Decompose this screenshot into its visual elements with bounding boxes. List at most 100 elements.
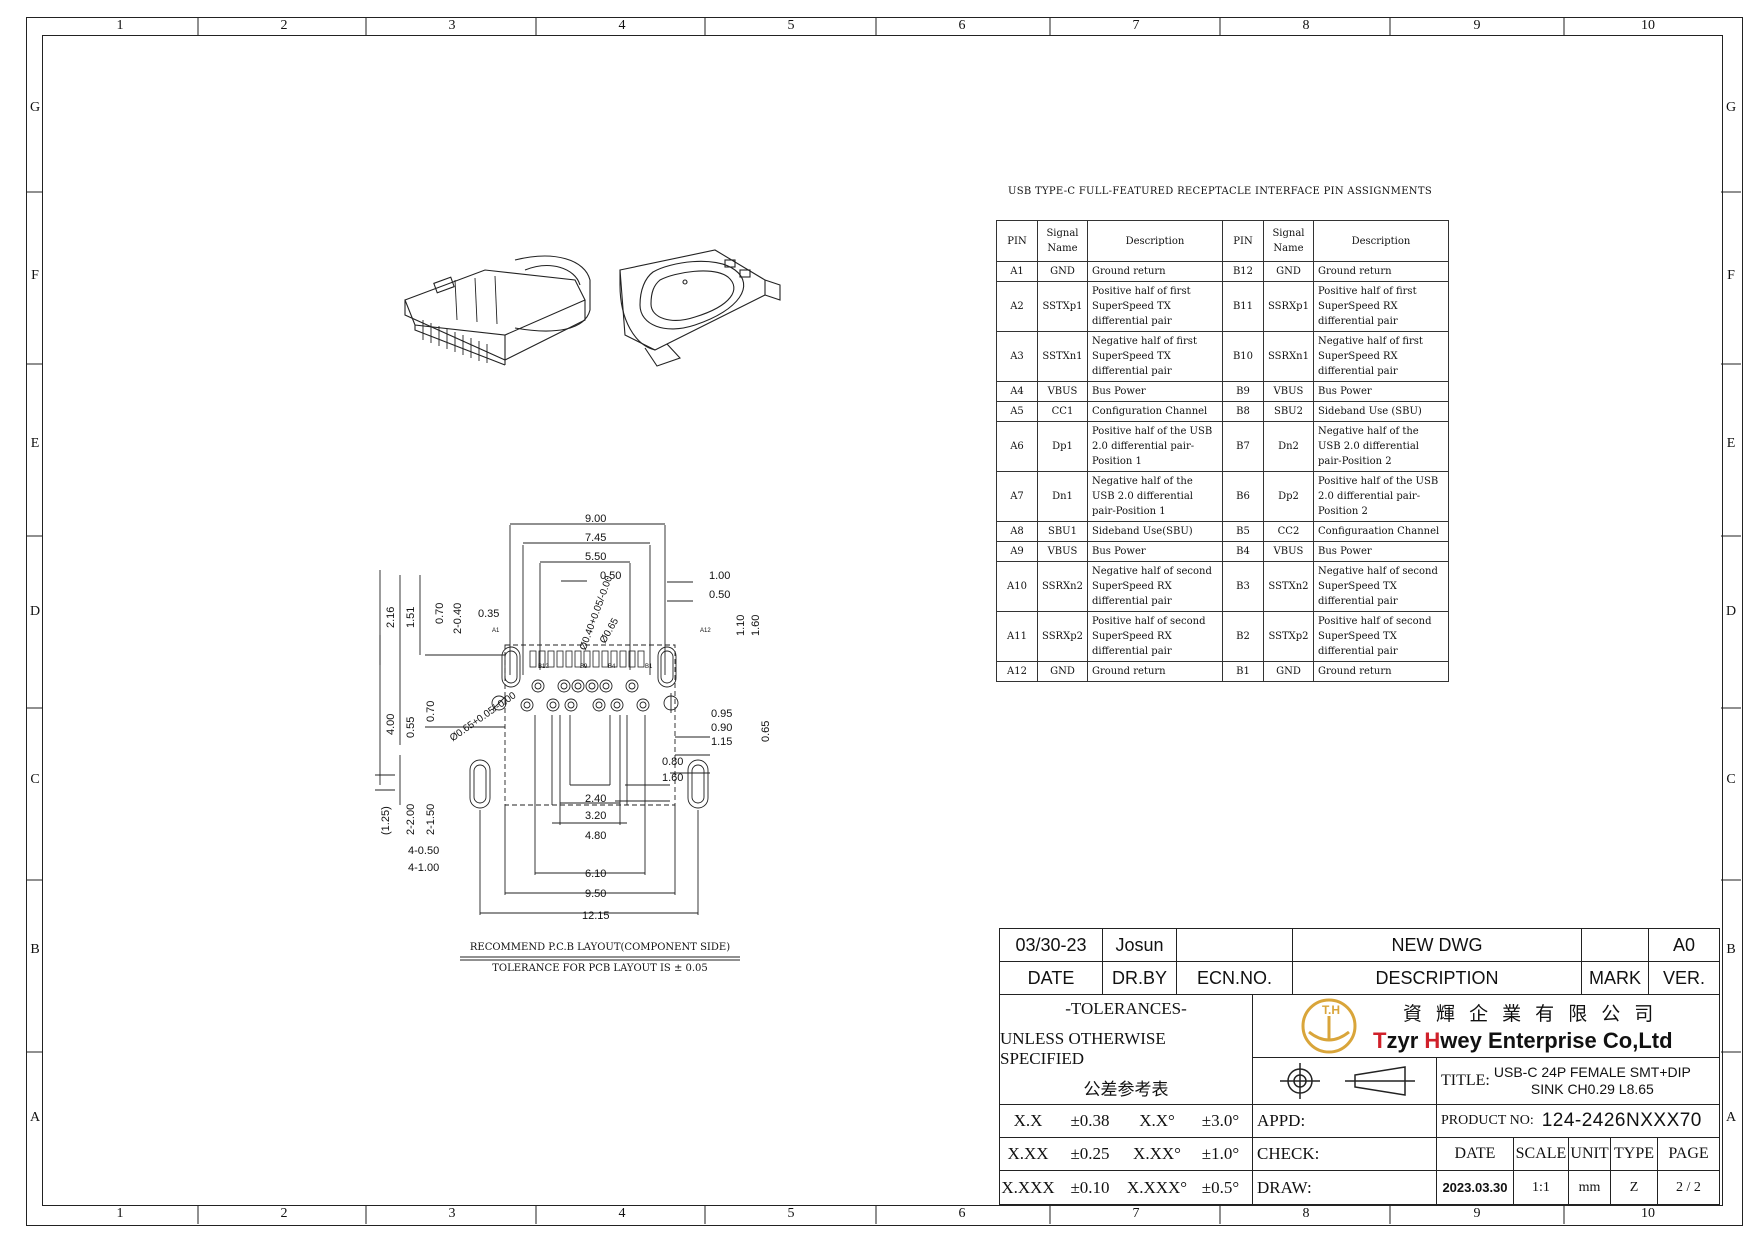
signal-cell: CC1 [1037,401,1088,422]
type-value-cell: Z [1610,1170,1658,1205]
tol-angle-format-cell: X.X° [1124,1104,1190,1138]
page-header-cell: PAGE [1657,1137,1720,1171]
description-cell: Configuration Channel [1086,401,1223,422]
rev-ecn-label: ECN.NO. [1196,967,1272,988]
description-cell: Positive half of the USB 2.0 differentia… [1312,471,1449,522]
title-line-1: USB-C 24P FEMALE SMT+DIP [1493,1064,1691,1080]
pin-cell: A2 [996,281,1038,332]
tol-format: X.XX [1007,1144,1049,1163]
rev-mark-label-cell: MARK [1581,961,1649,995]
pin-cell: B11 [1221,281,1264,332]
description-cell: Ground return [1312,661,1449,682]
dim-label: 6.10 [585,868,607,880]
dim-label: (1.25) [380,806,392,835]
draw-cell: DRAW: [1252,1170,1437,1205]
description-cell: Positive half of the USB 2.0 differentia… [1086,421,1223,472]
rev-ver-value-cell: A0 [1648,928,1720,962]
rev-drby-label-cell: DR.BY [1102,961,1177,995]
dim-label: 9.50 [585,888,607,900]
rev-description-value-cell: NEW DWG [1292,928,1582,962]
company-name-rest: wey Enterprise Co,Ltd [1440,1027,1673,1053]
unit-value: mm [1578,1179,1601,1195]
description-cell: Negative half of second SuperSpeed RX di… [1086,561,1223,612]
signal-cell: Dp1 [1037,421,1088,472]
projection-symbol-cell [1252,1057,1437,1105]
pin-cell: B8 [1221,401,1264,422]
type-header-cell: TYPE [1610,1137,1658,1171]
check-label: CHECK: [1257,1144,1320,1163]
description-cell: Positive half of first SuperSpeed RX dif… [1312,281,1449,332]
dim-label: 9.00 [585,513,607,525]
zone-col-label: 4 [618,1206,626,1221]
tol-value-cell: ±0.10 [1055,1170,1125,1205]
rev-description-label-cell: DESCRIPTION [1292,961,1582,995]
dim-label: 0.90 [711,722,733,734]
zone-row-label: D [1725,604,1737,619]
title-label: TITLE: [1441,1072,1490,1089]
pcb-note-underline [460,956,740,961]
rev-date-value: 03/30-23 [1015,934,1087,955]
rev-description-label: DESCRIPTION [1375,967,1499,988]
zone-row-label: G [1725,100,1737,115]
signal-cell: SSTXp1 [1037,281,1088,332]
zone-col-label: 4 [618,18,626,33]
page-header: PAGE [1668,1145,1709,1162]
tol-format-cell: X.XXX [999,1170,1056,1205]
pin-cell: B10 [1221,331,1264,382]
zone-row-label: B [30,942,40,957]
tol-angle-format: X.XX° [1133,1144,1181,1163]
zone-col-label: 3 [448,18,456,33]
product-no-label: PRODUCT NO: [1441,1113,1534,1128]
pin-cell: B4 [1221,541,1264,562]
zone-col-label: 1 [116,1206,124,1221]
pin-cell: A3 [996,331,1038,382]
page-value-cell: 2 / 2 [1657,1170,1720,1205]
dim-label: 4.80 [585,830,607,842]
dim-label: 0.35 [478,608,500,620]
zone-row-label: D [29,604,41,619]
pin-cell: A10 [996,561,1038,612]
dim-label: 2-0.40 [452,602,464,634]
title-line-2: SINK CH0.29 L8.65 [1530,1081,1654,1097]
signal-cell: Dp2 [1262,471,1314,522]
pcb-layout-note: RECOMMEND P.C.B LAYOUT(COMPONENT SIDE) [469,942,731,953]
signal-cell: VBUS [1262,541,1314,562]
header-cell: Description [1086,220,1223,262]
pin-cell: A4 [996,381,1038,402]
description-cell: Bus Power [1086,381,1223,402]
zone-row-label: A [1725,1110,1737,1125]
description-cell: Configuraation Channel [1312,521,1449,542]
tol-value-cell: ±0.38 [1055,1104,1125,1138]
appd-label: APPD: [1257,1111,1306,1130]
pin-cell: B2 [1221,611,1264,662]
description-cell: Ground return [1086,261,1223,282]
zone-row-label: E [30,436,40,451]
tol-value: ±0.25 [1070,1144,1110,1163]
rev-description-value: NEW DWG [1391,934,1483,955]
pin-cell: B1 [1221,661,1264,682]
description-cell: Positive half of first SuperSpeed TX dif… [1086,281,1223,332]
signal-cell: GND [1262,261,1314,282]
date-value-cell: 2023.03.30 [1436,1170,1514,1205]
description-cell: Sideband Use (SBU) [1312,401,1449,422]
description-cell: Positive half of second SuperSpeed RX di… [1086,611,1223,662]
tol-value: ±0.10 [1070,1177,1110,1197]
header-cell: PIN [996,220,1038,262]
dim-label: 4.00 [385,713,397,735]
zone-col-label: 8 [1302,18,1310,33]
signal-cell: SSRXn1 [1262,331,1314,382]
pin-cell: B6 [1221,471,1264,522]
zone-col-label: 10 [1641,18,1655,33]
rev-mark-value-cell [1581,928,1649,962]
tol-value-cell: ±0.25 [1055,1137,1125,1171]
pin-cell: A11 [996,611,1038,662]
description-cell: Bus Power [1312,381,1449,402]
header-cell: PIN [1221,220,1264,262]
